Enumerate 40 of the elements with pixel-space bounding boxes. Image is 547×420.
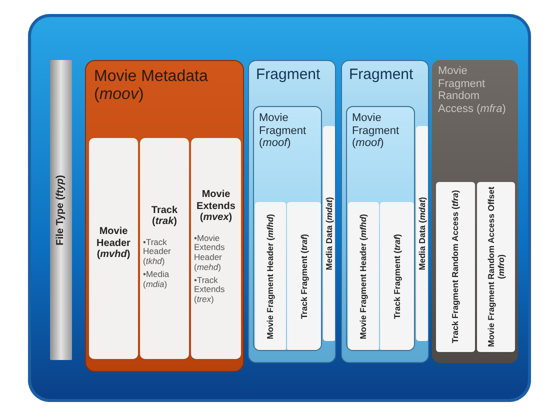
box-panel xyxy=(255,202,286,350)
box-panel xyxy=(89,138,138,359)
bullet-item: •Track Header (tkhd) xyxy=(143,238,172,267)
box-title: Movie Fragment (moof) xyxy=(352,112,400,150)
box-title: Fragment xyxy=(349,66,414,84)
box-panel xyxy=(477,182,515,352)
box-panel xyxy=(191,138,241,359)
box-label: Track Fragment (traf) xyxy=(392,234,402,320)
bullet-item: •Media (mdia) xyxy=(143,270,170,290)
box-panel xyxy=(380,202,414,350)
box-title: Movie Extends (mvex) xyxy=(196,189,236,224)
bullet-item: •Movie Extends Header (mehd) xyxy=(194,234,226,273)
box-label: Movie Fragment Header (mfhd) xyxy=(265,214,276,340)
box-title: Movie Fragment Random Access (mfra) xyxy=(438,65,507,116)
fragment-box xyxy=(248,60,336,363)
box-panel xyxy=(348,202,379,350)
metadata-box xyxy=(85,60,244,372)
box-panel xyxy=(436,182,475,352)
movie-fragment-box xyxy=(346,106,415,351)
box-panel xyxy=(323,126,335,341)
box-label: Track Fragment Random Access (tfra) xyxy=(450,190,461,344)
box-title: Movie Header (mvhd) xyxy=(96,226,132,261)
box-panel xyxy=(287,202,321,350)
box-title: Track (trak) xyxy=(150,204,179,228)
box-panel xyxy=(140,138,189,359)
box-title: Fragment xyxy=(256,66,322,84)
box-label: File Type (ftyp) xyxy=(55,174,67,246)
random-access-box xyxy=(432,60,518,363)
box-label: Movie Fragment Header (mfhd) xyxy=(358,214,369,340)
box-label: Media Data (mdat) xyxy=(324,196,335,270)
box-panel xyxy=(416,126,428,341)
fragment-box xyxy=(341,60,429,363)
bullet-item: •Track Extends (trex) xyxy=(194,276,226,305)
container-panel xyxy=(28,14,531,402)
file-type-bar xyxy=(50,60,72,360)
movie-fragment-box xyxy=(253,106,322,351)
box-title: Movie Fragment (moof) xyxy=(259,112,308,150)
box-title: Movie Metadata (moov) xyxy=(94,68,209,105)
box-label: Track Fragment (traf) xyxy=(298,234,310,320)
box-label: Media Data (mdat) xyxy=(417,196,428,270)
